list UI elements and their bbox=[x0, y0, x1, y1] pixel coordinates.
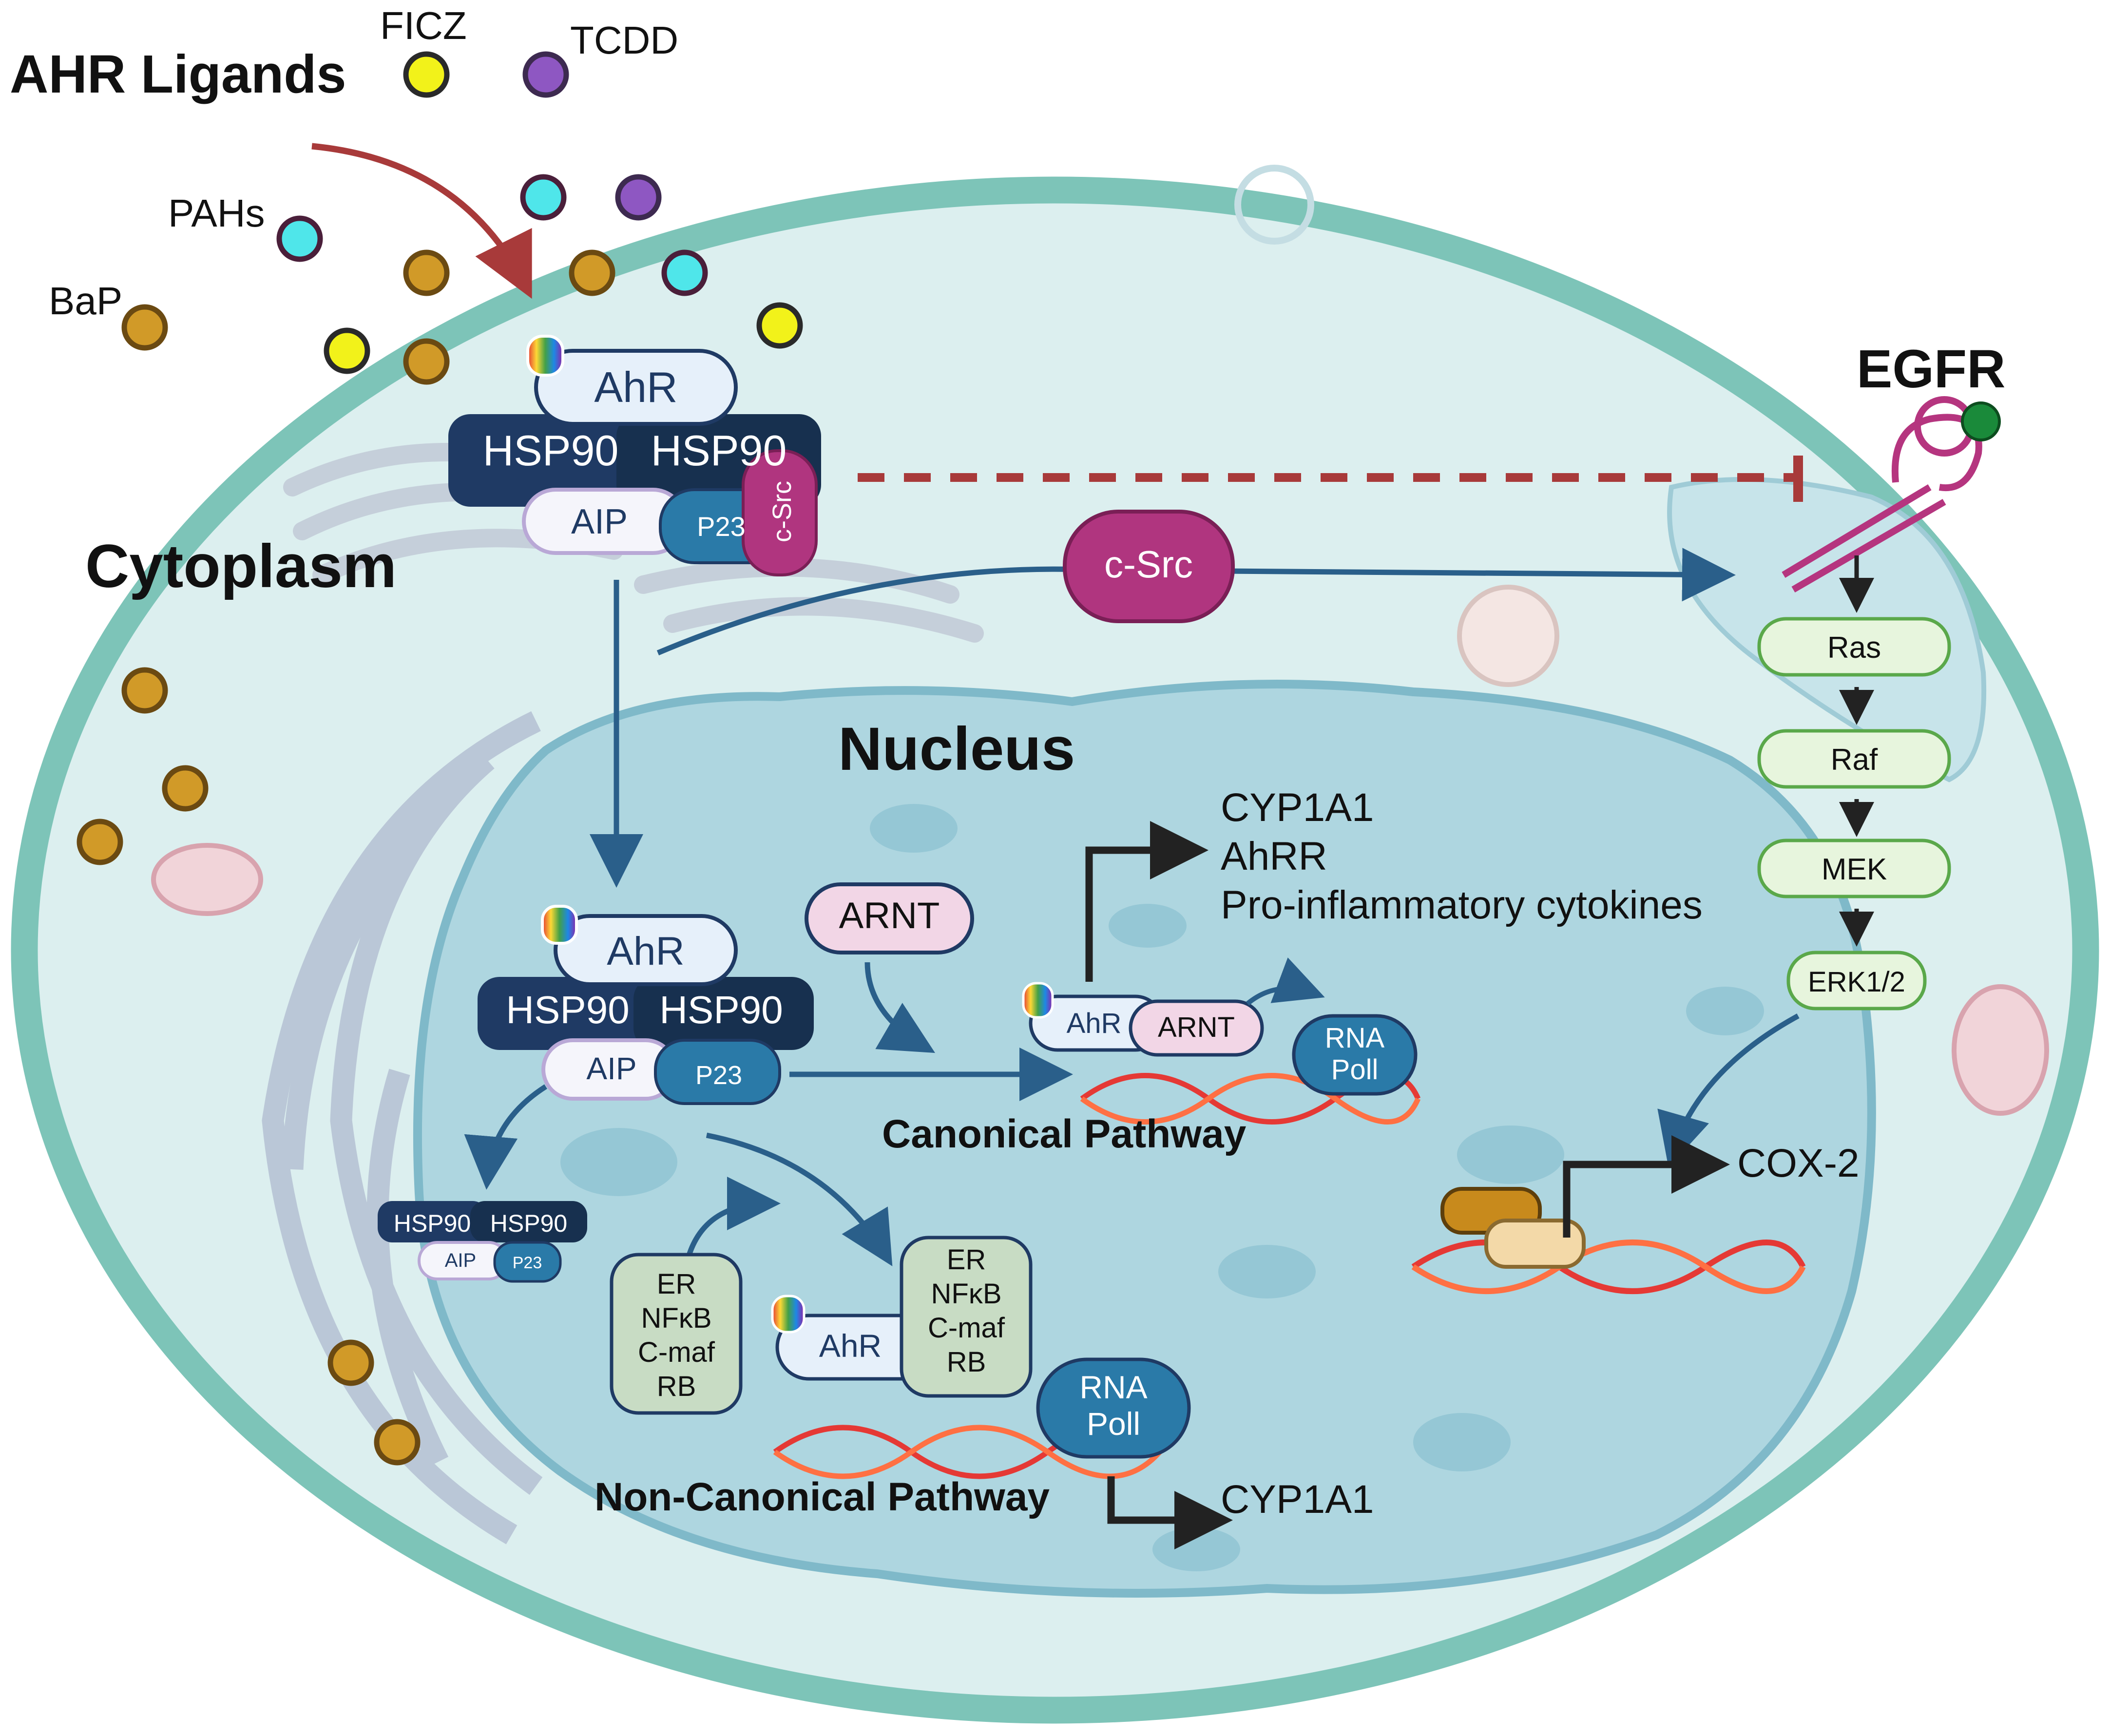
egfr-receptor-icon bbox=[1782, 396, 2001, 593]
rna-recruit-arrow bbox=[1246, 957, 1325, 1006]
ligand-pahs-legend bbox=[276, 215, 323, 262]
target-cytokines: Pro-inflammatory cytokines bbox=[1221, 883, 1703, 927]
mitochondrion-right bbox=[1952, 984, 2049, 1116]
ligand-ficz-legend bbox=[403, 51, 450, 98]
target-cyp1a1: CYP1A1 bbox=[1221, 785, 1374, 830]
erk-box bbox=[1786, 951, 1927, 1011]
raf-box bbox=[1757, 729, 1951, 789]
egfr-label: EGFR bbox=[1857, 339, 2006, 399]
can-rna-label-2: Poll bbox=[1331, 1054, 1379, 1086]
raf-label: Raf bbox=[1831, 743, 1878, 777]
mapk-cascade: Ras Raf MEK ERK1/2 bbox=[1757, 555, 1951, 1011]
partner-arrow bbox=[684, 1177, 781, 1263]
ligand-pocket bbox=[526, 335, 564, 377]
cytoplasm-label: Cytoplasm bbox=[85, 533, 397, 600]
nuc-p23-label: P23 bbox=[695, 1061, 742, 1090]
mek-label: MEK bbox=[1822, 853, 1887, 886]
partner-left-2: C-maf bbox=[638, 1336, 715, 1368]
csrc-free-label: c-Src bbox=[1104, 543, 1193, 586]
nuc-ahr-label: AhR bbox=[607, 929, 685, 973]
nc-rna-label-1: RNA bbox=[1079, 1369, 1147, 1405]
rel-hsp90-b-label: HSP90 bbox=[490, 1210, 567, 1237]
hsp90-b-label: HSP90 bbox=[651, 426, 787, 475]
partner-left-0: ER bbox=[657, 1268, 696, 1300]
canonical-transcription-arrow bbox=[1085, 821, 1208, 982]
cox2-label: COX-2 bbox=[1737, 1141, 1860, 1185]
partner-right-1: NFκB bbox=[931, 1278, 1002, 1310]
pahs-label: PAHs bbox=[168, 191, 265, 235]
erk-to-cox2-arrow bbox=[1657, 1013, 1800, 1168]
partner-right-3: RB bbox=[947, 1346, 986, 1378]
nc-ahr-label: AhR bbox=[819, 1328, 882, 1364]
erk-label: ERK1/2 bbox=[1808, 966, 1905, 998]
ligand-molecules bbox=[77, 51, 803, 1466]
partner-left-3: RB bbox=[657, 1371, 696, 1402]
noncanonical-arrow bbox=[706, 1132, 893, 1266]
aip-label: AIP bbox=[571, 502, 628, 541]
arnt-arrow bbox=[864, 962, 935, 1053]
nucleolus-spots bbox=[560, 804, 1764, 1571]
noncanonical-pathway-label: Non-Canonical Pathway bbox=[595, 1475, 1050, 1519]
mek-box bbox=[1757, 839, 1951, 898]
partner-right-0: ER bbox=[947, 1244, 986, 1276]
ahr-complex-nucleus: AhR HSP90 HSP90 AIP P23 bbox=[478, 905, 814, 1105]
nuc-hsp90-b-label: HSP90 bbox=[659, 988, 783, 1031]
nuc-hsp90-a-label: HSP90 bbox=[506, 988, 629, 1031]
arnt-free bbox=[805, 882, 974, 954]
ficz-label: FICZ bbox=[380, 4, 467, 47]
rel-aip-label: AIP bbox=[445, 1250, 476, 1271]
csrc-to-egfr-arrow bbox=[656, 548, 1736, 656]
ahr-protein bbox=[534, 349, 738, 426]
partners-left: ER NFκB C-maf RB bbox=[610, 1253, 743, 1415]
ras-label: Ras bbox=[1827, 631, 1881, 665]
nucleus-envelope bbox=[413, 680, 1876, 1598]
tcdd-label: TCDD bbox=[570, 19, 678, 62]
cox2-dna bbox=[1411, 1240, 1806, 1294]
ligand-bap-legend bbox=[121, 304, 168, 351]
released-chaperones: HSP90 HSP90 AIP P23 bbox=[378, 1201, 587, 1283]
ahr-complex-cytoplasm: AhR HSP90 HSP90 AIP P23 c-Src bbox=[448, 335, 821, 576]
noncanonical-target: CYP1A1 bbox=[1221, 1477, 1374, 1522]
partner-right-2: C-maf bbox=[928, 1312, 1005, 1344]
vesicle bbox=[1234, 165, 1559, 687]
hsp90-a-label: HSP90 bbox=[483, 426, 619, 475]
can-arnt-label: ARNT bbox=[1158, 1011, 1235, 1043]
csrc-free bbox=[1063, 510, 1235, 623]
ligand-entry-arrow bbox=[311, 143, 532, 299]
release-arrow bbox=[464, 1084, 547, 1190]
arnt-free-label: ARNT bbox=[839, 895, 940, 936]
partner-left-1: NFκB bbox=[641, 1302, 712, 1334]
transcription-factor-light bbox=[1484, 1219, 1586, 1269]
can-ahr-label: AhR bbox=[1067, 1008, 1122, 1039]
ras-box bbox=[1757, 617, 1951, 677]
noncanonical-complex: AhR ER NFκB C-maf RB RNA Poll bbox=[771, 1236, 1191, 1459]
canonical-pathway-label: Canonical Pathway bbox=[882, 1112, 1247, 1156]
nucleus-label: Nucleus bbox=[838, 715, 1075, 783]
rel-hsp90-a-label: HSP90 bbox=[394, 1210, 471, 1237]
ligand-tcdd-legend bbox=[522, 51, 569, 98]
csrc-bound bbox=[742, 449, 818, 576]
p23-label: P23 bbox=[697, 511, 746, 542]
ahr-label: AhR bbox=[594, 363, 677, 411]
nuc-aip-label: AIP bbox=[586, 1051, 636, 1086]
rel-p23-label: P23 bbox=[513, 1254, 542, 1272]
can-rna-label-1: RNA bbox=[1325, 1022, 1385, 1054]
target-ahrr: AhRR bbox=[1221, 834, 1327, 878]
ahr-ligands-title: AHR Ligands bbox=[10, 44, 346, 104]
csrc-bound-label: c-Src bbox=[767, 481, 797, 542]
cox2-transcription-arrow bbox=[1563, 1135, 1730, 1238]
canonical-complex: AhR ARNT RNA Poll bbox=[1022, 982, 1418, 1096]
noncanonical-transcription-arrow bbox=[1107, 1476, 1233, 1549]
mitochondrion-left bbox=[151, 843, 263, 916]
bap-label: BaP bbox=[49, 279, 122, 323]
nc-rna-label-2: Poll bbox=[1087, 1406, 1140, 1442]
egfr-ligand-dot bbox=[1961, 401, 2001, 441]
